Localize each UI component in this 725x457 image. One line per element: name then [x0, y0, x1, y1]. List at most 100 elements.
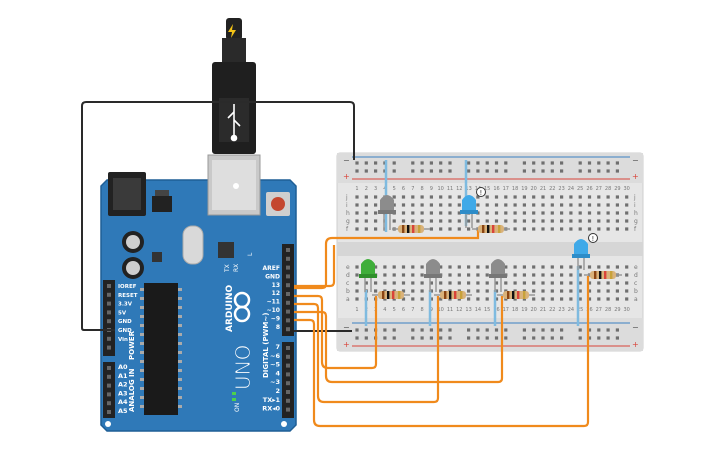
breadboard-hole[interactable]	[439, 203, 443, 207]
breadboard-hole[interactable]	[625, 289, 629, 293]
breadboard-hole[interactable]	[541, 203, 545, 207]
rail-hole[interactable]	[420, 161, 424, 165]
breadboard-hole[interactable]	[532, 281, 536, 285]
breadboard-hole[interactable]	[420, 195, 424, 199]
breadboard-hole[interactable]	[560, 297, 564, 301]
breadboard-hole[interactable]	[401, 281, 406, 285]
breadboard-hole[interactable]	[560, 219, 564, 223]
rail-hole[interactable]	[560, 328, 564, 332]
breadboard-hole[interactable]	[364, 281, 368, 285]
rail-hole[interactable]	[392, 336, 396, 340]
breadboard-hole[interactable]	[550, 203, 554, 207]
gnd-wire-black[interactable]	[81, 101, 355, 331]
rail-hole[interactable]	[522, 161, 526, 165]
resistor[interactable]	[472, 225, 510, 233]
breadboard-hole[interactable]	[550, 297, 554, 301]
breadboard-hole[interactable]	[606, 289, 610, 293]
rail-hole[interactable]	[587, 336, 592, 340]
rail-hole[interactable]	[615, 161, 619, 165]
rail-hole[interactable]	[587, 328, 592, 332]
rail-hole[interactable]	[522, 336, 526, 340]
breadboard-hole[interactable]	[374, 219, 378, 223]
rail-hole[interactable]	[411, 328, 415, 332]
breadboard-hole[interactable]	[578, 281, 582, 285]
rail-hole[interactable]	[411, 161, 415, 165]
rail-hole[interactable]	[429, 161, 433, 165]
breadboard-hole[interactable]	[504, 203, 508, 207]
breadboard-hole[interactable]	[625, 203, 629, 207]
breadboard-hole[interactable]	[392, 195, 396, 199]
breadboard-hole[interactable]	[587, 219, 592, 223]
breadboard-hole[interactable]	[504, 211, 508, 215]
rail-hole[interactable]	[439, 336, 443, 340]
breadboard-hole[interactable]	[541, 265, 545, 269]
resistor[interactable]	[497, 291, 535, 299]
breadboard-hole[interactable]	[625, 195, 629, 199]
rail-hole[interactable]	[392, 169, 396, 173]
rail-hole[interactable]	[448, 328, 452, 332]
breadboard-hole[interactable]	[504, 297, 508, 301]
breadboard-hole[interactable]	[606, 211, 610, 215]
breadboard-hole[interactable]	[467, 297, 471, 301]
breadboard-hole[interactable]	[467, 219, 471, 223]
breadboard-hole[interactable]	[578, 219, 582, 223]
breadboard-hole[interactable]	[560, 227, 564, 231]
breadboard-hole[interactable]	[615, 211, 619, 215]
breadboard-hole[interactable]	[429, 227, 433, 231]
breadboard-hole[interactable]	[383, 273, 387, 277]
breadboard-hole[interactable]	[401, 265, 406, 269]
breadboard-hole[interactable]	[485, 211, 489, 215]
breadboard-hole[interactable]	[429, 281, 433, 285]
rail-hole[interactable]	[467, 161, 471, 165]
rail-hole[interactable]	[606, 169, 610, 173]
breadboard-hole[interactable]	[429, 289, 433, 293]
breadboard-hole[interactable]	[374, 203, 378, 207]
breadboard-hole[interactable]	[392, 281, 396, 285]
breadboard-hole[interactable]	[587, 281, 592, 285]
breadboard-hole[interactable]	[476, 289, 480, 293]
breadboard-hole[interactable]	[550, 281, 554, 285]
breadboard-hole[interactable]	[485, 203, 489, 207]
breadboard-hole[interactable]	[615, 195, 619, 199]
resistor[interactable]	[372, 291, 410, 299]
breadboard-hole[interactable]	[457, 265, 461, 269]
rail-hole[interactable]	[364, 336, 368, 340]
breadboard-hole[interactable]	[578, 297, 582, 301]
breadboard-hole[interactable]	[355, 203, 359, 207]
rail-hole[interactable]	[485, 161, 489, 165]
breadboard-hole[interactable]	[606, 265, 610, 269]
breadboard-hole[interactable]	[401, 219, 406, 223]
breadboard-hole[interactable]	[355, 281, 359, 285]
breadboard-hole[interactable]	[625, 211, 629, 215]
rail-hole[interactable]	[597, 328, 601, 332]
breadboard-hole[interactable]	[457, 211, 461, 215]
breadboard-hole[interactable]	[504, 281, 508, 285]
rail-hole[interactable]	[550, 169, 554, 173]
led-gray-top[interactable]	[378, 195, 396, 230]
breadboard-hole[interactable]	[383, 281, 387, 285]
rail-hole[interactable]	[615, 328, 619, 332]
rail-hole[interactable]	[532, 336, 536, 340]
resistor[interactable]	[392, 225, 430, 233]
rail-hole[interactable]	[541, 328, 545, 332]
breadboard-hole[interactable]	[411, 219, 415, 223]
breadboard-hole[interactable]	[522, 195, 526, 199]
breadboard-hole[interactable]	[476, 203, 480, 207]
breadboard-hole[interactable]	[522, 203, 526, 207]
rail-hole[interactable]	[467, 328, 471, 332]
led-green[interactable]	[359, 259, 377, 292]
breadboard-hole[interactable]	[513, 219, 517, 223]
breadboard-hole[interactable]	[541, 297, 545, 301]
breadboard-hole[interactable]	[541, 273, 545, 277]
breadboard-hole[interactable]	[392, 273, 396, 277]
rail-hole[interactable]	[355, 161, 359, 165]
breadboard-hole[interactable]	[355, 265, 359, 269]
rail-hole[interactable]	[541, 169, 545, 173]
breadboard-hole[interactable]	[364, 203, 368, 207]
breadboard-hole[interactable]	[587, 265, 592, 269]
breadboard-hole[interactable]	[364, 195, 368, 199]
breadboard-hole[interactable]	[448, 219, 452, 223]
breadboard-hole[interactable]	[587, 227, 592, 231]
breadboard-hole[interactable]	[374, 265, 378, 269]
rail-hole[interactable]	[504, 328, 508, 332]
